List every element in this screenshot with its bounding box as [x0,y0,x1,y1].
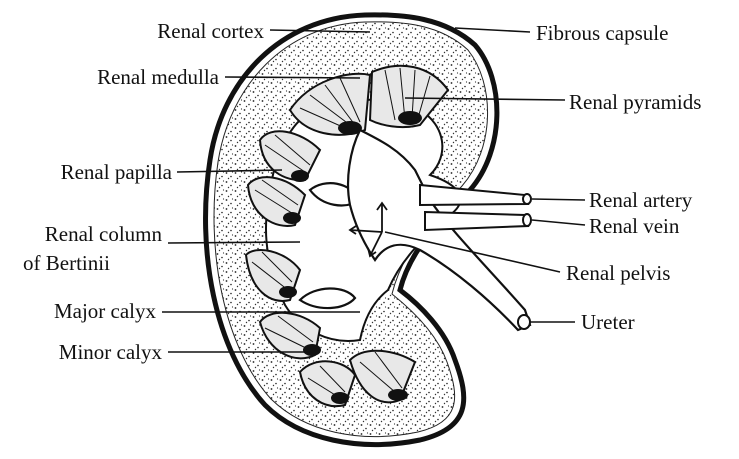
label-renal-vein: Renal vein [589,214,680,238]
label-renal-pelvis: Renal pelvis [566,261,670,285]
label-ureter: Ureter [581,310,635,334]
label-renal-cortex: Renal cortex [157,19,264,43]
label-renal-papilla: Renal papilla [61,160,173,184]
label-fibrous-capsule: Fibrous capsule [536,21,668,45]
label-renal-column-line1: Renal column [45,222,163,246]
renal-artery-end [523,194,531,204]
ureter-end [518,315,530,329]
renal-vein-shape [425,212,528,230]
label-renal-artery: Renal artery [589,188,693,212]
label-renal-pyramids: Renal pyramids [569,90,701,114]
renal-vein-end [523,214,531,226]
label-renal-column-line2: of Bertinii [23,251,110,275]
label-renal-medulla: Renal medulla [97,65,220,89]
label-major-calyx: Major calyx [54,299,157,323]
label-minor-calyx: Minor calyx [59,340,163,364]
